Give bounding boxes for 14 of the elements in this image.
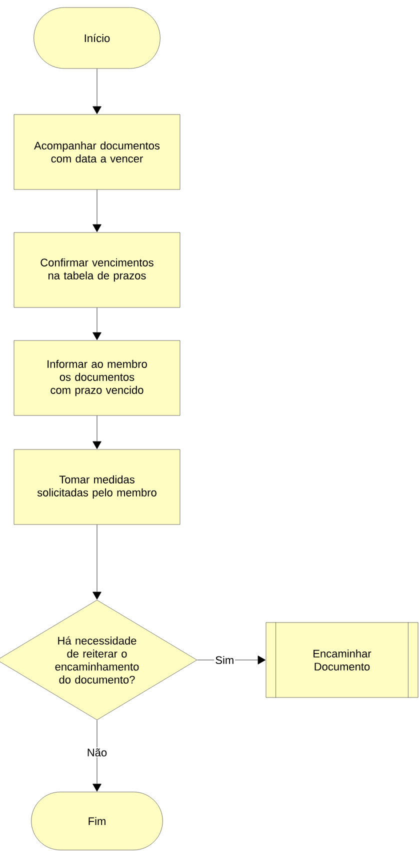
arrow xyxy=(92,68,102,114)
arrow xyxy=(92,524,102,600)
edge-label: Não xyxy=(86,747,108,758)
process-box: Acompanhar documentos com data a vencer xyxy=(14,114,180,190)
arrow xyxy=(92,720,102,792)
arrow xyxy=(92,416,102,450)
process-box: Confirmar vencimentos na tabela de prazos xyxy=(14,232,180,308)
edge-label: Sim xyxy=(214,654,236,666)
arrow xyxy=(92,308,102,340)
arrow xyxy=(197,656,266,664)
predefined-process-box: Encaminhar Documento xyxy=(266,622,418,698)
process-box: Informar ao membro os documentos com prazo vencido xyxy=(14,340,180,416)
arrow xyxy=(92,190,102,232)
process-box: Tomar medidas solicitadas pelo membro xyxy=(14,449,180,525)
